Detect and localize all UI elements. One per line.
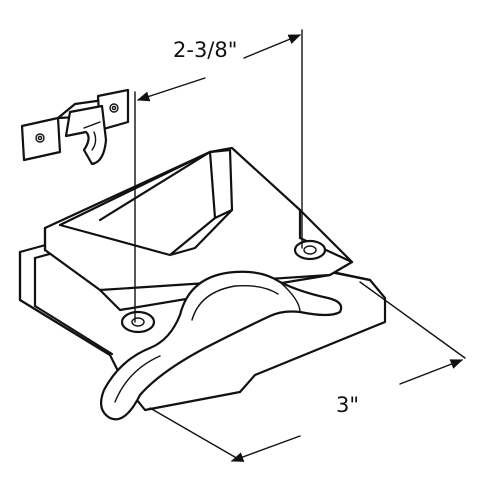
dimension-hole-spacing: 2-3/8" bbox=[134, 29, 303, 323]
hole-spacing-label: 2-3/8" bbox=[173, 38, 237, 62]
lock-lever bbox=[99, 270, 343, 421]
dimension-overall-length: 3" bbox=[149, 281, 466, 462]
overall-length-label: 3" bbox=[336, 393, 359, 417]
keeper-part bbox=[20, 88, 130, 166]
lock-body bbox=[18, 146, 387, 412]
